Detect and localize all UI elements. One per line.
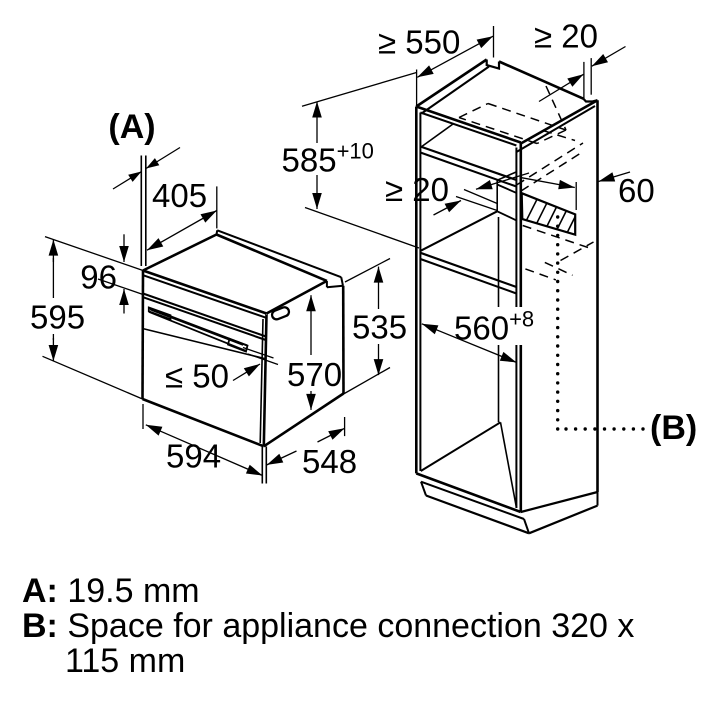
svg-text:≤ 50: ≤ 50 [165, 358, 229, 395]
svg-text:96: 96 [80, 259, 117, 296]
svg-text:595: 595 [30, 299, 85, 336]
svg-text:548: 548 [302, 443, 357, 480]
svg-text:B: Space for appliance connect: B: Space for appliance connection 320 x [22, 607, 634, 645]
svg-text:60: 60 [618, 172, 655, 209]
svg-text:≥ 550: ≥ 550 [378, 24, 460, 61]
svg-text:570: 570 [287, 356, 342, 393]
svg-text:A: 19.5 mm: A: 19.5 mm [22, 572, 200, 610]
svg-text:115 mm: 115 mm [65, 642, 185, 680]
svg-text:405: 405 [152, 177, 207, 214]
svg-text:≥ 20: ≥ 20 [534, 18, 598, 55]
svg-text:(B): (B) [650, 409, 697, 447]
svg-text:(A): (A) [108, 108, 155, 146]
svg-text:594: 594 [166, 438, 221, 475]
svg-text:≥ 20: ≥ 20 [385, 171, 449, 208]
svg-text:535: 535 [352, 309, 407, 346]
